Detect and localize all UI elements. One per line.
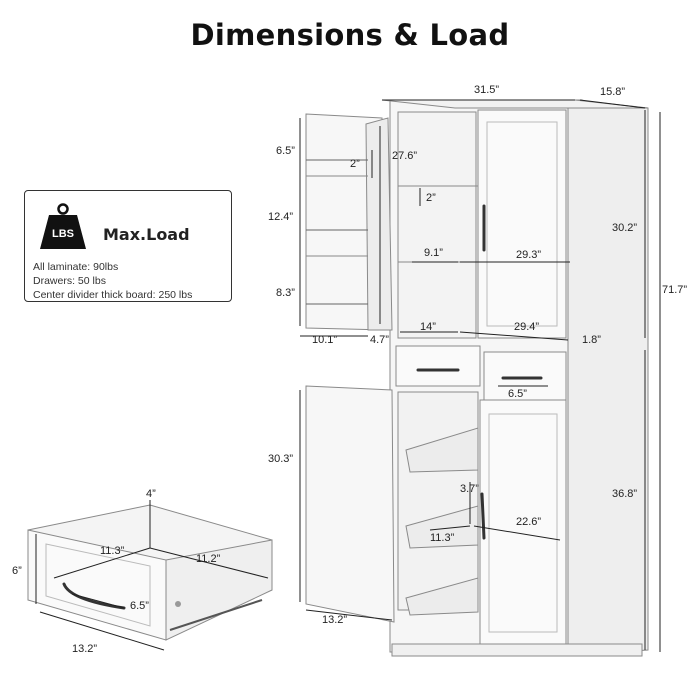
- dim-upper-door-height: 27.6”: [392, 150, 418, 162]
- dim-shelf-width: 29.3”: [516, 249, 542, 261]
- dim-lower-height: 36.8”: [612, 488, 638, 500]
- dim-drawer-width-inner: 11.2”: [196, 553, 221, 565]
- dim-side-thickness: 1.8”: [582, 334, 601, 346]
- lower-interior: [397, 391, 479, 611]
- lower-left-door-open: [305, 385, 395, 623]
- dim-drawer-handle: 6.5”: [130, 600, 149, 612]
- dim-lower-door-width: 13.2”: [322, 614, 348, 626]
- upper-interior: [397, 111, 477, 339]
- dim-door-width: 10.1”: [312, 334, 338, 346]
- dim-interior-width: 29.4”: [514, 321, 540, 333]
- left-drawer: [395, 345, 481, 387]
- page-title: Dimensions & Load: [190, 18, 510, 52]
- lower-door-handle: [480, 492, 486, 540]
- upper-right-door: [477, 109, 567, 339]
- dim-depth-top: 15.8”: [600, 86, 626, 98]
- dim-lower-door-height: 30.3”: [268, 453, 294, 465]
- dim-drawer-depth-inner: 11.3”: [100, 545, 125, 557]
- dim-overall-height: 71.7”: [662, 284, 688, 296]
- lower-right-door: [479, 399, 567, 645]
- dim-interior-depth: 14”: [420, 321, 436, 333]
- dim-drawer-height-inner: 4”: [146, 488, 156, 500]
- dim-drawer-width: 13.2”: [72, 643, 98, 655]
- dim-tray-lip: 3.7”: [460, 483, 479, 495]
- dim-door-rack-mid: 12.4”: [268, 211, 294, 223]
- weight-icon-label: LBS: [52, 228, 74, 240]
- cabinet-side-panel: [567, 99, 649, 656]
- weight-icon: LBS: [40, 203, 86, 249]
- max-load-heading: Max.Load: [103, 225, 190, 244]
- dim-door-rack-lip: 2”: [350, 158, 360, 170]
- load-line-divider: Center divider thick board: 250 lbs: [33, 289, 193, 301]
- dim-tray-width: 22.6”: [516, 516, 542, 528]
- dim-door-depth: 4.7”: [370, 334, 389, 346]
- dim-width-top: 31.5”: [474, 84, 500, 96]
- load-line-drawers: Drawers: 50 lbs: [33, 275, 106, 287]
- dim-shelf-lip: 2”: [426, 192, 436, 204]
- dim-door-rack-bottom: 8.3”: [276, 287, 295, 299]
- dim-door-rack-top: 6.5”: [276, 145, 295, 157]
- dim-upper-height: 30.2”: [612, 222, 638, 234]
- dim-tray-depth: 11.3”: [430, 532, 455, 544]
- dim-drawer-height: 6”: [12, 565, 22, 577]
- drawer-detail-handle: [62, 582, 126, 610]
- max-load-box: LBS Max.Load All laminate: 90lbs Drawers…: [24, 190, 232, 302]
- dim-shelf-depth: 9.1”: [424, 247, 443, 259]
- dim-handle-length: 6.5”: [508, 388, 527, 400]
- load-line-laminate: All laminate: 90lbs: [33, 261, 119, 273]
